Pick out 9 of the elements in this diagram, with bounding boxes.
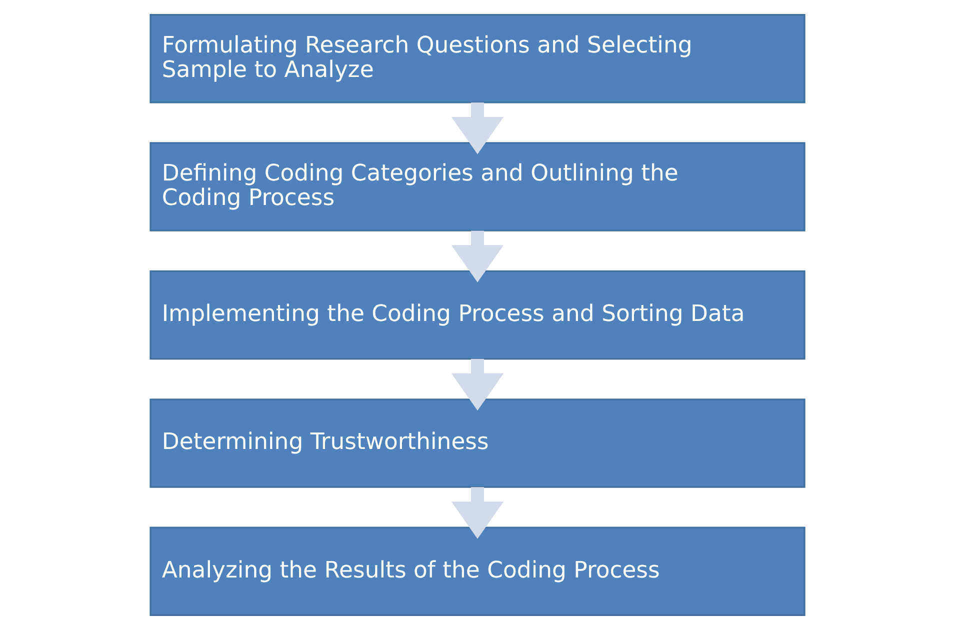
node-box: Implementing the Coding Process and Sorting Data <box>149 270 805 360</box>
arrow <box>450 487 504 539</box>
arrow <box>450 230 504 282</box>
arrow <box>450 102 504 154</box>
arrow <box>450 358 504 411</box>
node-box: Analyzing the Results of the Coding Process <box>149 526 805 616</box>
node-box: Determining Trustworthiness <box>149 398 805 488</box>
node-box: Formulating Research Questions and Selecting Sample to Analyze <box>149 14 805 104</box>
node-box: Defining Coding Categories and Outlining the Coding Process <box>149 142 805 232</box>
